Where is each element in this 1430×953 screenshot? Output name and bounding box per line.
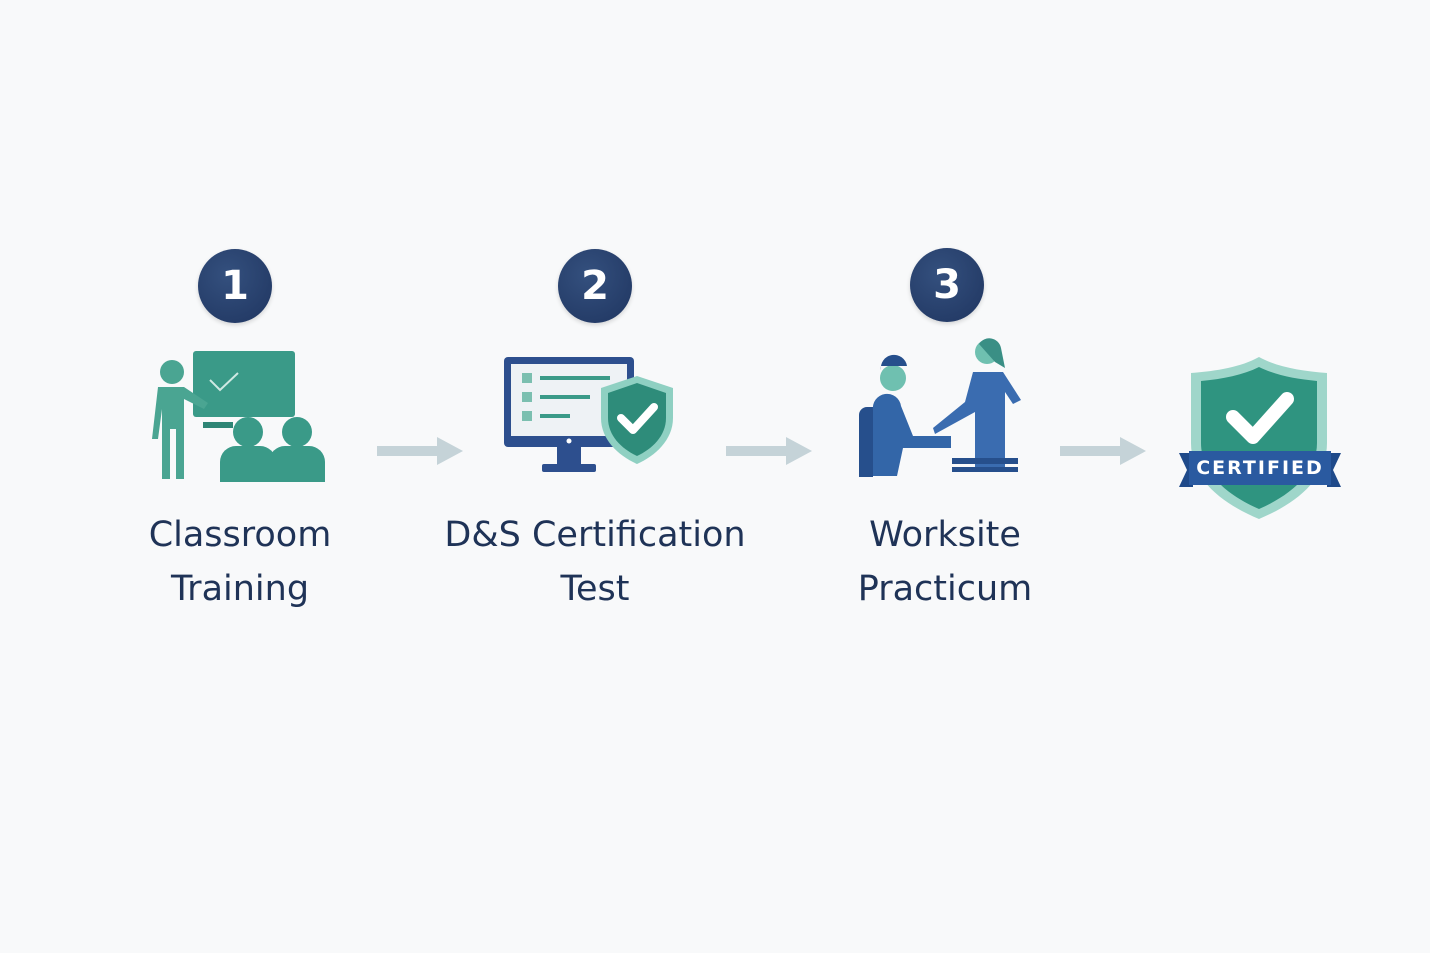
step-2-label: D&S Certification Test <box>415 508 775 616</box>
label-line: Test <box>560 569 630 609</box>
label-line: Classroom <box>148 515 332 555</box>
arrow-right-icon <box>1060 437 1146 465</box>
step-number: 3 <box>933 262 961 308</box>
worksite-practicum-icon <box>859 338 1021 477</box>
label-line: Worksite <box>869 515 1021 555</box>
step-3-number-badge: 3 <box>910 248 984 322</box>
arrow-right-icon <box>726 437 812 465</box>
step-3-label: Worksite Practicum <box>765 508 1125 616</box>
classroom-training-icon <box>152 351 325 482</box>
certified-label: CERTIFIED <box>1196 457 1324 479</box>
label-line: Training <box>170 569 310 609</box>
label-line: Practicum <box>857 569 1033 609</box>
label-line: D&S Certification <box>444 515 746 555</box>
step-number: 2 <box>581 263 609 309</box>
shield-check-icon <box>1179 357 1341 519</box>
step-1-number-badge: 1 <box>198 249 272 323</box>
step-2-number-badge: 2 <box>558 249 632 323</box>
arrow-right-icon <box>377 437 463 465</box>
step-1-label: Classroom Training <box>60 508 420 616</box>
certified-shield-badge: CERTIFIED <box>1175 355 1345 520</box>
certification-test-icon <box>504 357 673 472</box>
step-number: 1 <box>221 263 249 309</box>
